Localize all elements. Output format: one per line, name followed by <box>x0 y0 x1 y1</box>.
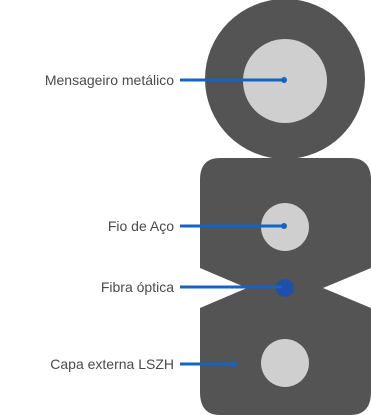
leader-dot-steel-wire <box>281 223 287 229</box>
optical-fiber <box>276 279 294 297</box>
leader-dot-messenger <box>281 77 287 83</box>
steel-wire-bottom <box>261 339 309 387</box>
label-messenger: Mensageiro metálico <box>45 72 174 88</box>
label-steel-wire: Fio de Aço <box>108 218 174 234</box>
leader-lines <box>180 77 287 367</box>
label-optical-fiber: Fibra óptica <box>101 279 174 295</box>
label-outer-jacket: Capa externa LSZH <box>50 356 174 372</box>
leader-dot-outer-jacket <box>231 361 237 367</box>
